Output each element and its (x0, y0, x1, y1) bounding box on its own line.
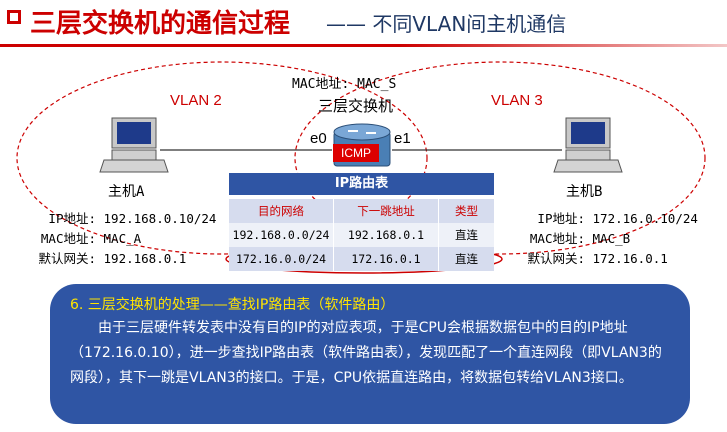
routing-table-header: 目的网络 下一跳地址 类型 (229, 199, 494, 223)
host-b-gw-value: 172.16.0.1 (593, 251, 668, 266)
host-a-gw-row: 默认网关: 192.168.0.1 (16, 248, 186, 267)
host-a-gw-label: 默认网关: (16, 248, 96, 267)
routing-table-header-cell: 目的网络 (229, 199, 334, 223)
host-a-ip-label: IP地址: (16, 208, 96, 227)
routing-table-cell: 192.168.0.0/24 (229, 223, 334, 247)
routing-table-cell: 192.168.0.1 (334, 223, 439, 247)
explanation-panel: 6. 三层交换机的处理——查找IP路由表（软件路由） 由于三层硬件转发表中没有目… (50, 284, 690, 424)
routing-table-title: IP路由表 (229, 173, 494, 195)
host-b-mac-label: MAC地址: (505, 228, 585, 247)
icmp-packet-label: ICMP (333, 144, 379, 162)
vlan2-label: VLAN 2 (170, 92, 222, 109)
routing-table-cell: 直连 (439, 223, 494, 247)
host-a-computer-icon (100, 118, 168, 172)
port-e1-label: e1 (394, 130, 411, 147)
explanation-heading: 6. 三层交换机的处理——查找IP路由表（软件路由） (70, 294, 670, 314)
host-b-name: 主机B (566, 181, 602, 201)
routing-table-cell: 172.16.0.0/24 (229, 247, 334, 271)
host-b-ip-value: 172.16.0.10/24 (593, 211, 698, 226)
host-a-ip-row: IP地址: 192.168.0.10/24 (16, 208, 216, 227)
host-b-mac-value: MAC_B (593, 231, 631, 246)
port-e0-label: e0 (310, 130, 327, 147)
routing-table-cell: 172.16.0.1 (334, 247, 439, 271)
host-b-computer-icon (554, 118, 622, 172)
host-b-mac-row: MAC地址: MAC_B (505, 228, 630, 247)
routing-table-row: 172.16.0.0/24 172.16.0.1 直连 (229, 247, 494, 271)
host-b-ip-label: IP地址: (505, 208, 585, 227)
routing-table-cell: 直连 (439, 247, 494, 271)
host-a-mac-label: MAC地址: (16, 228, 96, 247)
routing-table-header-cell: 类型 (439, 199, 494, 223)
explanation-body: 由于三层硬件转发表中没有目的IP的对应表项，于是CPU会根据数据包中的目的IP地… (70, 316, 670, 391)
routing-table-header-cell: 下一跳地址 (334, 199, 439, 223)
host-a-ip-value: 192.168.0.10/24 (104, 211, 217, 226)
host-b-gw-label: 默认网关: (505, 248, 585, 267)
vlan3-label: VLAN 3 (491, 92, 543, 109)
switch-mac-label: MAC地址: MAC_S (292, 73, 396, 92)
switch-name-label: 三层交换机 (318, 95, 393, 116)
host-b-ip-row: IP地址: 172.16.0.10/24 (505, 208, 698, 227)
host-a-mac-value: MAC_A (104, 231, 142, 246)
host-b-gw-row: 默认网关: 172.16.0.1 (505, 248, 668, 267)
host-a-gw-value: 192.168.0.1 (104, 251, 187, 266)
routing-table-row: 192.168.0.0/24 192.168.0.1 直连 (229, 223, 494, 247)
host-a-name: 主机A (108, 181, 144, 201)
host-a-mac-row: MAC地址: MAC_A (16, 228, 141, 247)
